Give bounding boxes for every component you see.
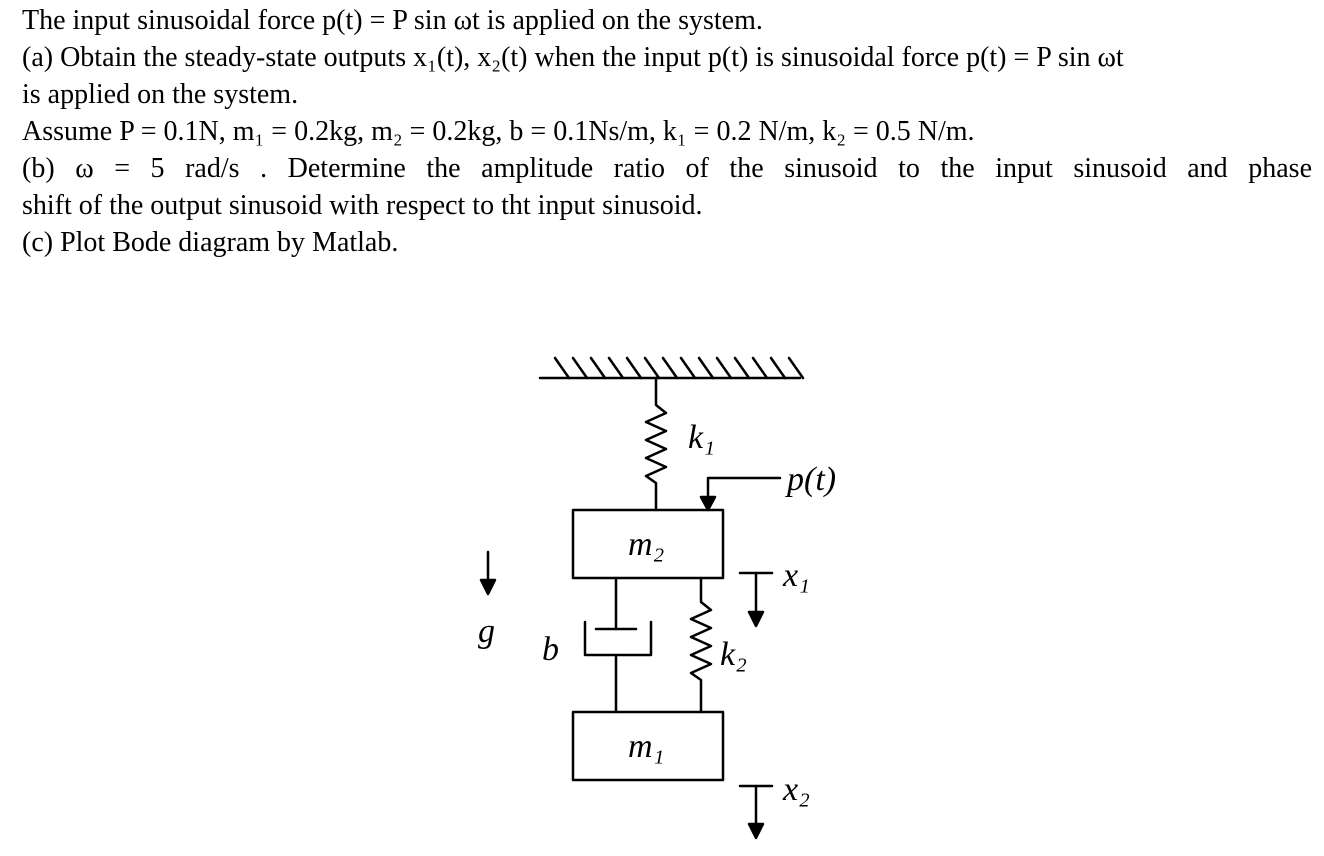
force-arrow [699, 476, 782, 512]
label-gravity: g [478, 613, 495, 650]
x2-arrow [738, 784, 774, 840]
ceiling-hatch [538, 356, 805, 380]
mass-m1-box [571, 710, 725, 782]
problem-statement: The input sinusoidal force p(t) = P sin … [22, 2, 1312, 261]
part-a-line-1: (a) Obtain the steady-state outputs x₁(t… [22, 42, 1124, 73]
spring-k1 [644, 376, 668, 512]
x1-arrow [738, 571, 774, 628]
label-x2: x₂ [782, 771, 810, 808]
label-damper: b [542, 631, 559, 668]
mass-m2-box [571, 508, 725, 580]
part-b-line-2: shift of the output sinusoid with respec… [22, 190, 703, 221]
gravity-arrow [479, 550, 497, 596]
intro-line: The input sinusoidal force p(t) = P sin … [22, 5, 763, 36]
spring-k2 [689, 576, 713, 714]
label-m1: m₁ [628, 728, 664, 765]
damper-b [583, 576, 653, 714]
label-k1: k₁ [688, 419, 715, 456]
label-m2: m₂ [628, 526, 664, 563]
part-a-line-2: is applied on the system. [22, 79, 299, 110]
label-x1: x₁ [782, 557, 810, 594]
assumptions-line: Assume P = 0.1N, m₁ = 0.2kg, m₂ = 0.2kg,… [22, 116, 975, 147]
label-force: p(t) [785, 461, 836, 498]
part-b-line-1: (b) ω = 5 rad/s . Determine the amplitud… [22, 153, 1312, 184]
label-k2: k₂ [720, 636, 747, 673]
part-c-line: (c) Plot Bode diagram by Matlab. [22, 227, 399, 258]
